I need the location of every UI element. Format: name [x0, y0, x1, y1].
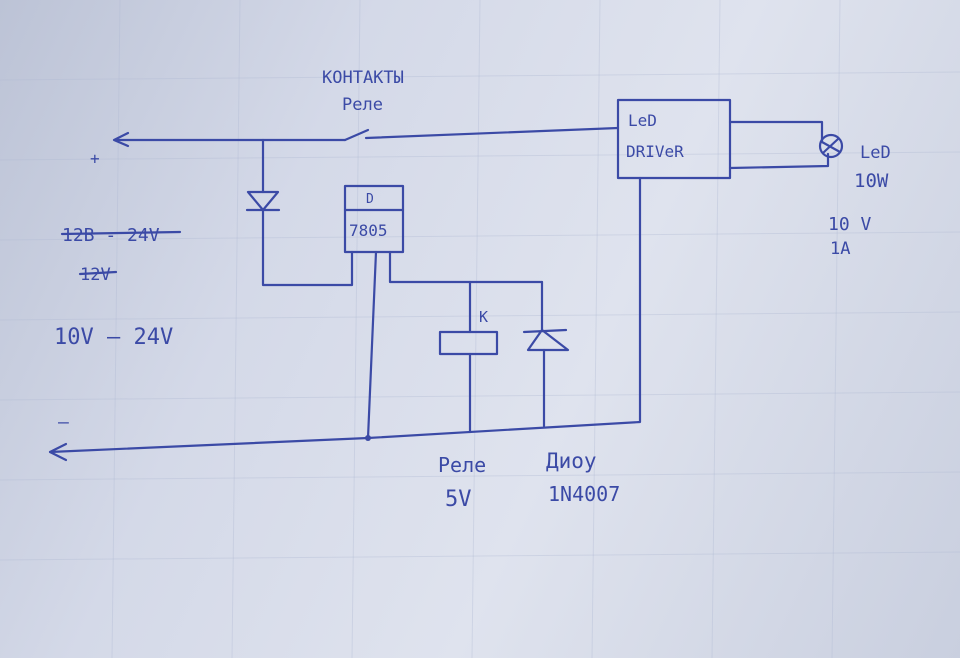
regulator-label: 7805 [349, 221, 388, 240]
driver-label-line1: LeD [628, 111, 657, 130]
spec-label-line2: 1A [830, 239, 850, 259]
driver-output-wire-top [728, 120, 824, 144]
spec-label-line1: 10 V [828, 214, 872, 235]
arrow-left-icon [48, 442, 68, 462]
strike-through-line [60, 230, 182, 236]
diode-label-line1: Диоу [546, 449, 597, 473]
relay-label-line1: Реле [438, 453, 486, 477]
relay-coil [438, 330, 499, 356]
relay-label-line2: 5V [445, 487, 472, 512]
top-positive-wire-right [364, 126, 620, 140]
minus-label: — [58, 412, 69, 433]
relay-contacts-sublabel: Реле [342, 95, 383, 115]
driver-label-line2: DRIVeR [626, 142, 684, 161]
diode-icon [245, 190, 281, 212]
diode-label-line2: 1N4007 [548, 482, 620, 506]
led-label-line2: 10W [854, 170, 889, 192]
lamp-cross [820, 137, 842, 154]
struck-range-label: 12В - 24V [62, 225, 160, 246]
struck-12v-label: 12V [80, 265, 111, 285]
diode-icon [522, 328, 570, 352]
bottom-negative-wire [48, 176, 642, 454]
lamp-icon [818, 133, 844, 159]
regulator-output-wire [388, 250, 544, 284]
strike-through-line [78, 270, 118, 276]
switch-icon [343, 128, 370, 142]
led-driver-box [616, 98, 732, 180]
driver-output-wire-bottom [728, 152, 830, 170]
relay-contacts-label: КОНТАКТЫ [322, 68, 404, 88]
input-range-label: 10V – 24V [54, 325, 173, 350]
diode-to-regulator-wire [261, 208, 354, 287]
plus-label: + [90, 149, 100, 168]
regulator-top-label: D [366, 192, 374, 207]
regulator-ground-wire [366, 250, 378, 440]
regulator-7805 [343, 184, 405, 254]
led-label-line1: LeD [860, 143, 891, 163]
arrow-left-icon [112, 131, 130, 148]
relay-coil-label: K [479, 308, 488, 326]
